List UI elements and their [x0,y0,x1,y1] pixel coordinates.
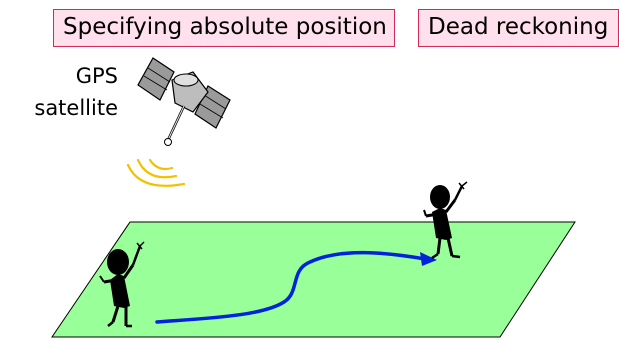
gps-label-line2: satellite [34,96,118,120]
signal-waves-icon [126,158,186,187]
dead-reckoning-text: Dead reckoning [428,14,609,40]
end-person-figure [423,181,468,260]
dead-reckoning-label: Dead reckoning [418,9,619,47]
gps-label-line1: GPS [75,64,118,88]
path-arrowhead [420,252,437,266]
ground-plane [51,221,576,338]
absolute-position-label: Specifying absolute position [53,9,395,47]
start-person-figure [99,241,145,328]
dead-reckoning-path [155,250,427,324]
gps-satellite-icon [137,57,231,146]
absolute-position-text: Specifying absolute position [63,14,387,40]
